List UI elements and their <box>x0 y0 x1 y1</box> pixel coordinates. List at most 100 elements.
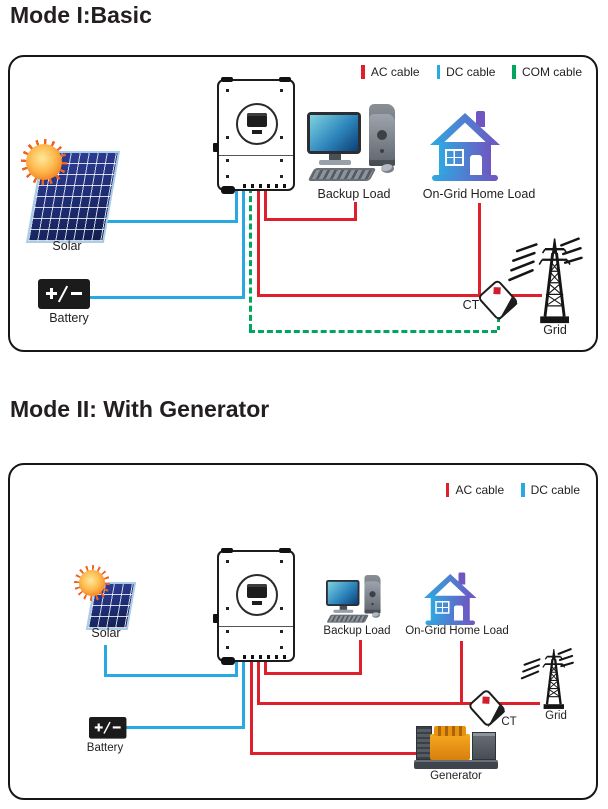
mount-bracket-icon <box>279 548 291 553</box>
side-tab-icon <box>213 143 218 152</box>
ac-cable-backup-run <box>264 218 357 221</box>
house-icon <box>424 571 477 628</box>
legend-item-com: COM cable <box>512 65 582 79</box>
door-icon <box>454 605 463 621</box>
sun-core-icon <box>26 144 62 180</box>
window-icon <box>445 149 464 166</box>
legend-label: AC cable <box>370 65 420 79</box>
battery-terminal-icon <box>93 712 101 717</box>
ac-cable-generator-run <box>250 752 422 755</box>
cable-gland-icon <box>221 657 235 665</box>
backup-load-label: Backup Load <box>323 625 391 637</box>
ac-cable-backup-riser <box>264 187 267 221</box>
chimney-icon <box>476 111 485 127</box>
side-tab-icon <box>213 614 218 623</box>
chimney-icon <box>458 572 466 585</box>
house-icon <box>430 109 500 185</box>
monitor-stand-icon <box>339 606 348 611</box>
ac-cable-swatch <box>445 483 450 497</box>
screws-icon <box>219 81 222 84</box>
minus-icon <box>112 726 121 729</box>
battery-icon <box>38 273 90 309</box>
battery-icon <box>89 712 127 739</box>
ac-cable-grid-riser <box>257 658 260 705</box>
keyboard-icon <box>307 168 377 181</box>
grid-tower-icon <box>520 648 574 709</box>
backup-load-label: Backup Load <box>317 187 391 201</box>
ongrid-load-label: On-Grid Home Load <box>422 187 536 201</box>
mode2-legend: AC cable DC cable <box>445 483 580 497</box>
mount-bracket-icon <box>279 77 291 82</box>
com-cable-run <box>249 330 497 333</box>
ac-cable-generator-riser <box>250 658 253 755</box>
legend-label: AC cable <box>455 483 505 497</box>
computer-icon <box>307 104 401 188</box>
roof-icon <box>424 574 477 598</box>
solar-label: Solar <box>52 239 82 253</box>
cable-gland-icon <box>221 186 235 194</box>
roof-icon <box>430 113 500 145</box>
house-base-icon <box>425 620 475 625</box>
monitor-stand-icon <box>329 154 341 161</box>
battery-terminal-icon <box>74 273 84 279</box>
monitor-base-icon <box>319 160 351 165</box>
bottom-ports-icon <box>243 655 287 659</box>
ac-cable-home-drop <box>478 203 481 297</box>
minus-icon <box>71 292 82 295</box>
mode1-title: Mode I:Basic <box>10 2 152 28</box>
sun-icon <box>74 565 110 601</box>
mount-bracket-icon <box>221 548 233 553</box>
pc-tower-icon <box>369 104 395 166</box>
ac-cable-backup-drop <box>359 640 362 675</box>
legend-item-ac: AC cable <box>361 65 420 79</box>
com-cable-swatch <box>512 65 516 79</box>
generator-cylinders-icon <box>434 726 466 736</box>
display-button-icon <box>252 601 262 605</box>
bottom-ports-icon <box>243 184 287 188</box>
monitor-icon <box>326 579 360 606</box>
ac-cable-grid-run <box>257 702 540 705</box>
monitor-icon <box>307 112 361 154</box>
legend-item-ac: AC cable <box>445 483 505 497</box>
window-icon <box>435 601 450 614</box>
monitor-screen-icon <box>310 115 358 151</box>
ac-cable-grid-riser <box>257 187 260 297</box>
legend-item-dc: DC cable <box>521 483 580 497</box>
mode1-panel: AC cable DC cable COM cable Solar Batter… <box>8 55 598 352</box>
plus-icon <box>46 288 57 299</box>
door-icon <box>470 155 482 175</box>
mount-bracket-icon <box>221 77 233 82</box>
plus-icon <box>94 723 103 732</box>
generator-cabinet-icon <box>472 732 496 760</box>
battery-slash-icon <box>103 721 111 734</box>
display-ring-icon <box>236 574 278 616</box>
dc-cable-battery-riser <box>242 187 245 299</box>
sun-icon <box>21 139 67 185</box>
inverter-icon <box>213 548 295 665</box>
seam-line <box>219 155 293 156</box>
ac-cable-backup-drop <box>354 202 357 221</box>
grid-label: Grid <box>543 323 567 337</box>
dc-cable-battery <box>123 726 245 729</box>
mode2-panel: AC cable DC cable Solar Battery Backup <box>8 463 598 800</box>
ac-cable-swatch <box>361 65 365 79</box>
computer-icon <box>326 575 384 627</box>
display-screen-icon <box>247 113 267 127</box>
ct-led-icon <box>493 287 501 295</box>
generator-icon <box>414 715 498 769</box>
ac-cable-home-drop <box>460 641 463 705</box>
battery-terminal-icon <box>44 273 54 279</box>
dc-cable-solar <box>104 674 238 677</box>
house-base-icon <box>432 175 498 181</box>
house-body-icon <box>430 595 470 621</box>
grid-label: Grid <box>545 710 567 722</box>
display-ring-icon <box>236 103 278 145</box>
ct-label: CT <box>462 298 480 312</box>
display-screen-icon <box>247 584 267 598</box>
screws-icon <box>219 552 222 555</box>
mode1-legend: AC cable DC cable COM cable <box>361 65 582 79</box>
ct-led-icon <box>482 696 490 704</box>
battery-label: Battery <box>86 742 124 754</box>
house-body-icon <box>439 142 491 175</box>
